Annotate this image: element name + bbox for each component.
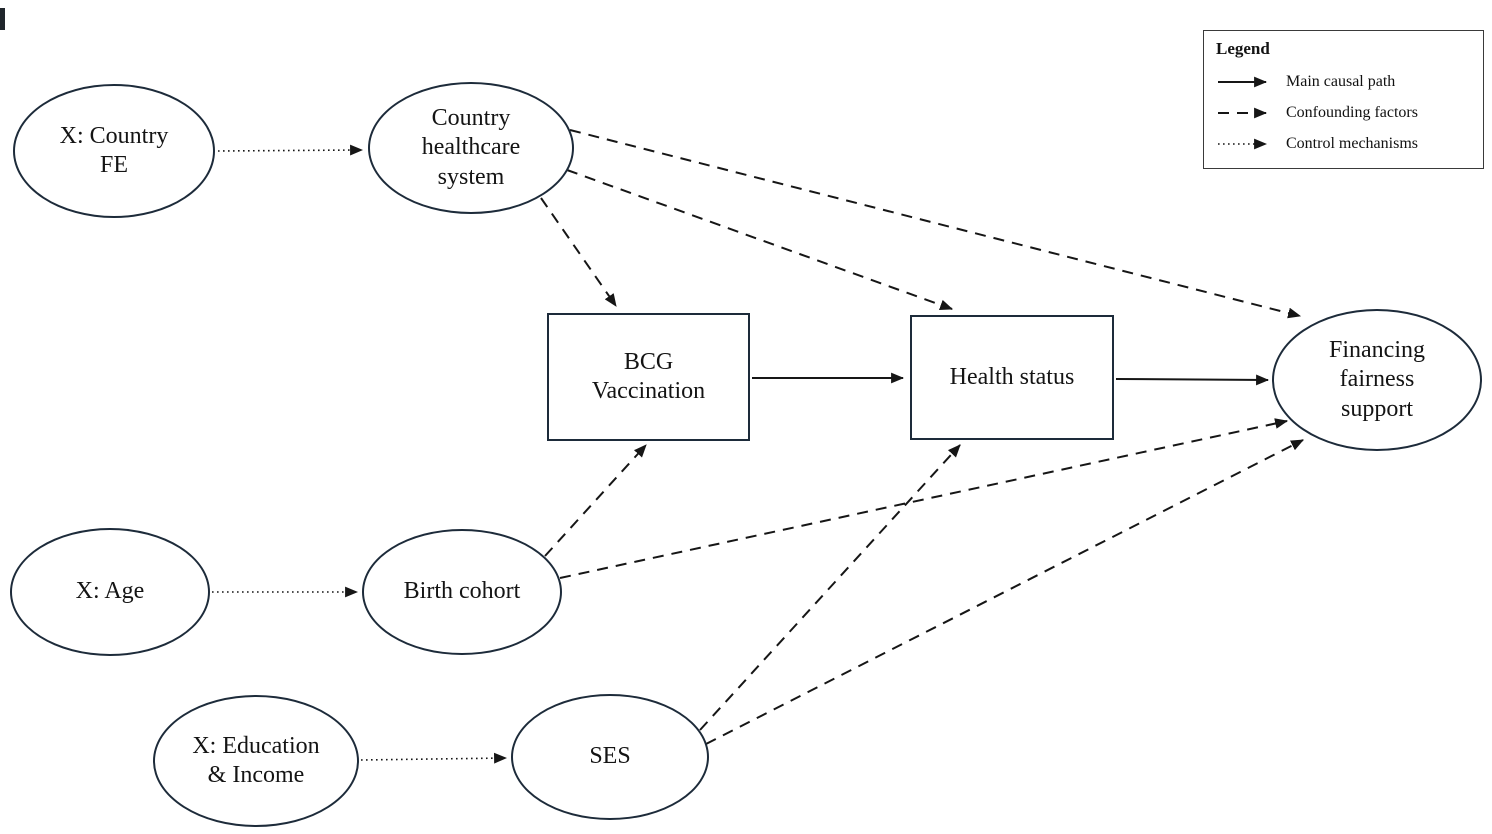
edge-healthcare-financing — [569, 129, 1302, 319]
legend-label-main-causal: Main causal path — [1286, 72, 1396, 90]
dotted-arrow-icon — [1218, 138, 1268, 149]
legend-label-confounding: Confounding factors — [1286, 103, 1418, 121]
legend-row-main-causal: Main causal path — [1216, 66, 1471, 97]
node-country-healthcare-system-label: Country healthcare system — [421, 105, 521, 190]
node-age-label: X: Age — [75, 578, 145, 605]
edge-countryfe-healthcare — [217, 144, 364, 156]
dashed-arrow-icon — [1218, 107, 1268, 118]
node-ses: SES — [511, 694, 709, 820]
node-country-fe-label: X: Country FE — [59, 122, 169, 178]
node-financing-fairness-support: Financing fairness support — [1272, 309, 1482, 451]
node-bcg-vaccination-label: BCG Vaccination — [591, 348, 706, 404]
node-birth-cohort-label: Birth cohort — [403, 578, 521, 605]
screen-edge-artifact — [0, 8, 5, 30]
edge-ses-health — [699, 444, 961, 731]
edge-education-ses — [360, 752, 508, 764]
node-age: X: Age — [10, 528, 210, 656]
legend-row-control: Control mechanisms — [1216, 128, 1471, 159]
legend: Legend Main causal path Confounding fact… — [1203, 30, 1484, 169]
node-education-income: X: Education & Income — [153, 695, 359, 827]
solid-arrow-icon — [1218, 76, 1268, 87]
edge-healthcare-health — [566, 169, 954, 311]
node-ses-label: SES — [589, 743, 631, 770]
node-country-fe: X: Country FE — [13, 84, 215, 218]
legend-row-confounding: Confounding factors — [1216, 97, 1471, 128]
node-health-status: Health status — [910, 315, 1114, 440]
node-birth-cohort: Birth cohort — [362, 529, 562, 655]
edge-health-financing — [1115, 374, 1270, 386]
legend-label-control: Control mechanisms — [1286, 134, 1418, 152]
node-financing-fairness-support-label: Financing fairness support — [1329, 337, 1425, 422]
node-country-healthcare-system: Country healthcare system — [368, 82, 574, 214]
edge-ses-financing — [705, 439, 1304, 745]
edge-birthcohort-financing — [559, 418, 1289, 579]
edge-birthcohort-bcg — [544, 444, 647, 557]
legend-title: Legend — [1216, 39, 1270, 58]
edge-healthcare-bcg — [540, 197, 617, 307]
node-education-income-label: X: Education & Income — [192, 732, 320, 788]
node-health-status-label: Health status — [949, 363, 1075, 390]
node-bcg-vaccination: BCG Vaccination — [547, 313, 750, 441]
